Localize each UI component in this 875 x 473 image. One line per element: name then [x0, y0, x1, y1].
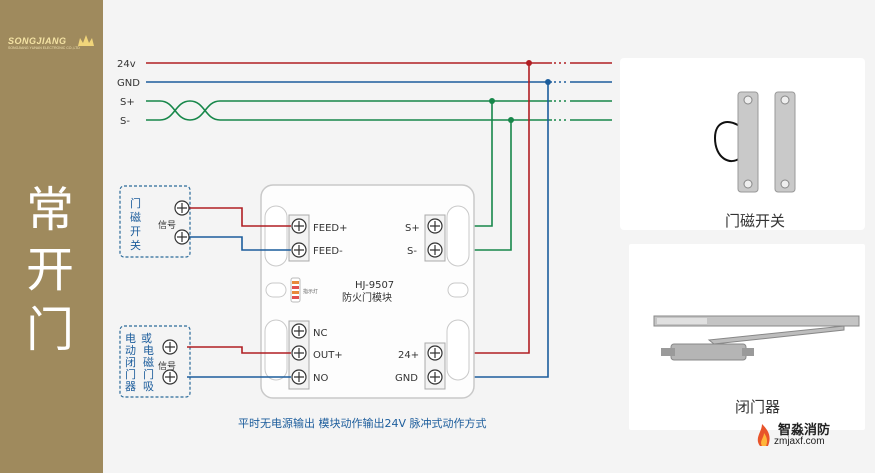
- module-model: HJ-9507: [355, 280, 394, 291]
- door-closer-product-panel: [629, 244, 865, 430]
- door-sensor-signal: 信号: [158, 219, 176, 231]
- door-sensor-label-text: 门磁开关: [130, 196, 141, 252]
- screw-slot: [430, 348, 440, 358]
- screw-slot: [430, 245, 440, 255]
- terminal-gnd: GND: [395, 373, 418, 384]
- logo-text: SONGJIANG: [8, 36, 67, 46]
- door-closer-product-image: [653, 315, 860, 361]
- terminal-feed-plus: FEED+: [313, 223, 347, 234]
- screw-slot: [294, 221, 304, 231]
- door-sensor-label: 门磁开关: [130, 196, 141, 252]
- bus-label-24v: 24v: [117, 59, 136, 70]
- mount-slot: [264, 205, 288, 267]
- bus-label-gnd: GND: [117, 78, 140, 89]
- crown-logo-icon: [78, 35, 94, 46]
- screw-slot: [177, 203, 187, 213]
- door-sensor-product-label: 门磁开关: [725, 212, 786, 230]
- screw-slot: [294, 372, 304, 382]
- screw-slot: [430, 372, 440, 382]
- bus-label-s-minus: S-: [120, 116, 130, 127]
- lock-signal: 信号: [158, 360, 176, 372]
- door-sensor-product-image: [713, 91, 796, 193]
- bus-label-s-plus: S+: [120, 97, 135, 108]
- screw-slot: [165, 342, 175, 352]
- screw-slot: [294, 245, 304, 255]
- screw-slot: [294, 326, 304, 336]
- watermark-fire-icon: [757, 424, 770, 446]
- terminal-no: NO: [313, 373, 328, 384]
- caption: 平时无电源输出 模块动作输出24V 脉冲式动作方式: [238, 416, 487, 430]
- mount-slot: [446, 205, 470, 267]
- lock-label-or: 或: [141, 332, 152, 345]
- sidebar: SONGJIANG SONGJIANG YUNAN ELECTRONIC CO.…: [0, 0, 103, 473]
- mount-slot: [264, 319, 288, 381]
- door-sensor-product-panel: [620, 58, 865, 230]
- watermark-url: zmjaxf.com: [774, 436, 825, 447]
- page-title: 常开门: [25, 182, 74, 358]
- lock-label-col1: 电动闭门器: [125, 332, 136, 393]
- led-label: 指示灯: [303, 288, 318, 295]
- module-name: 防火门模块: [342, 291, 392, 304]
- lock-label-col2: 电磁门吸: [143, 344, 154, 393]
- screw-slot: [177, 232, 187, 242]
- screw-slot: [294, 348, 304, 358]
- screw-slot: [165, 372, 175, 382]
- terminal-s-minus: S-: [407, 246, 417, 257]
- terminal-out-plus: OUT+: [313, 350, 343, 361]
- screw-slot: [430, 221, 440, 231]
- mount-slot: [446, 319, 470, 381]
- terminal-nc: NC: [313, 328, 327, 339]
- terminal-s-plus: S+: [405, 223, 420, 234]
- logo-subtext: SONGJIANG YUNAN ELECTRONIC CO.,LTD: [8, 46, 80, 50]
- door-sensor-box: [119, 185, 191, 258]
- terminal-feed-minus: FEED-: [313, 246, 343, 257]
- watermark-name: 智淼消防: [778, 423, 831, 438]
- bus-line-s-plus: [146, 100, 552, 121]
- bus-line-s-minus: [146, 100, 552, 121]
- door-closer-product-label: 闭门器: [735, 398, 781, 416]
- module-housing: [260, 184, 475, 399]
- lock-device-box: [119, 325, 191, 398]
- terminal-24v: 24+: [398, 350, 419, 361]
